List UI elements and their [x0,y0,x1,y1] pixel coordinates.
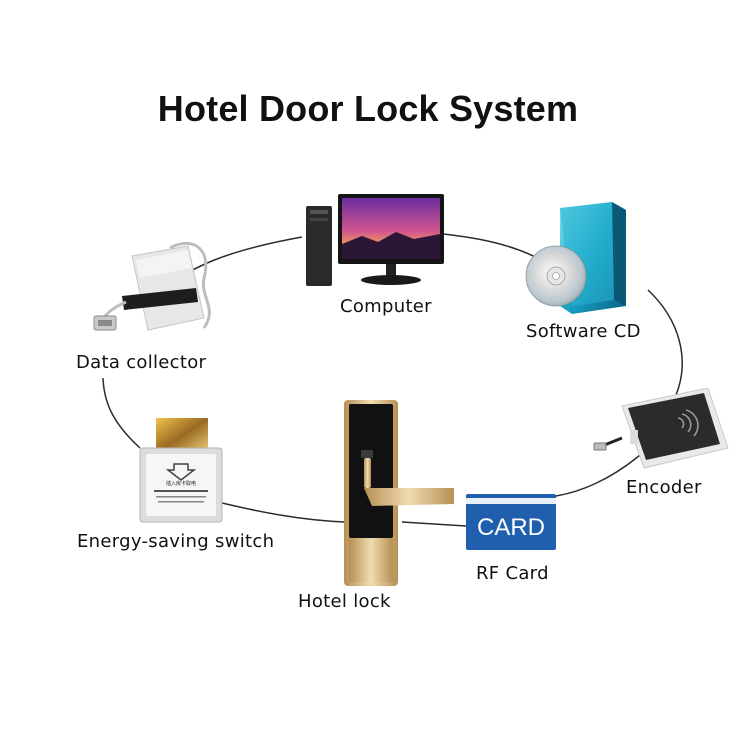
energy-switch-label: Energy-saving switch [77,531,275,552]
software-cd-icon [525,202,626,314]
computer-icon [306,194,444,286]
rf-card-icon: CARD [466,494,556,550]
software-cd-label: Software CD [526,321,641,342]
encoder-label: Encoder [626,477,702,498]
computer-label: Computer [340,296,432,317]
rf-card-text: CARD [476,514,545,541]
data-collector-icon [93,241,211,331]
energy-switch-icon: 插入房卡取电 [138,418,224,524]
hotel-lock-label: Hotel lock [298,591,391,612]
card-encoder-icon [593,388,729,469]
rf-card-label: RF Card [476,563,549,584]
door-lock-icon [344,400,454,586]
page-title: Hotel Door Lock System [157,88,579,129]
data-collector-label: Data collector [76,352,207,373]
energy-switch-plate-text: 插入房卡取电 [165,481,196,487]
